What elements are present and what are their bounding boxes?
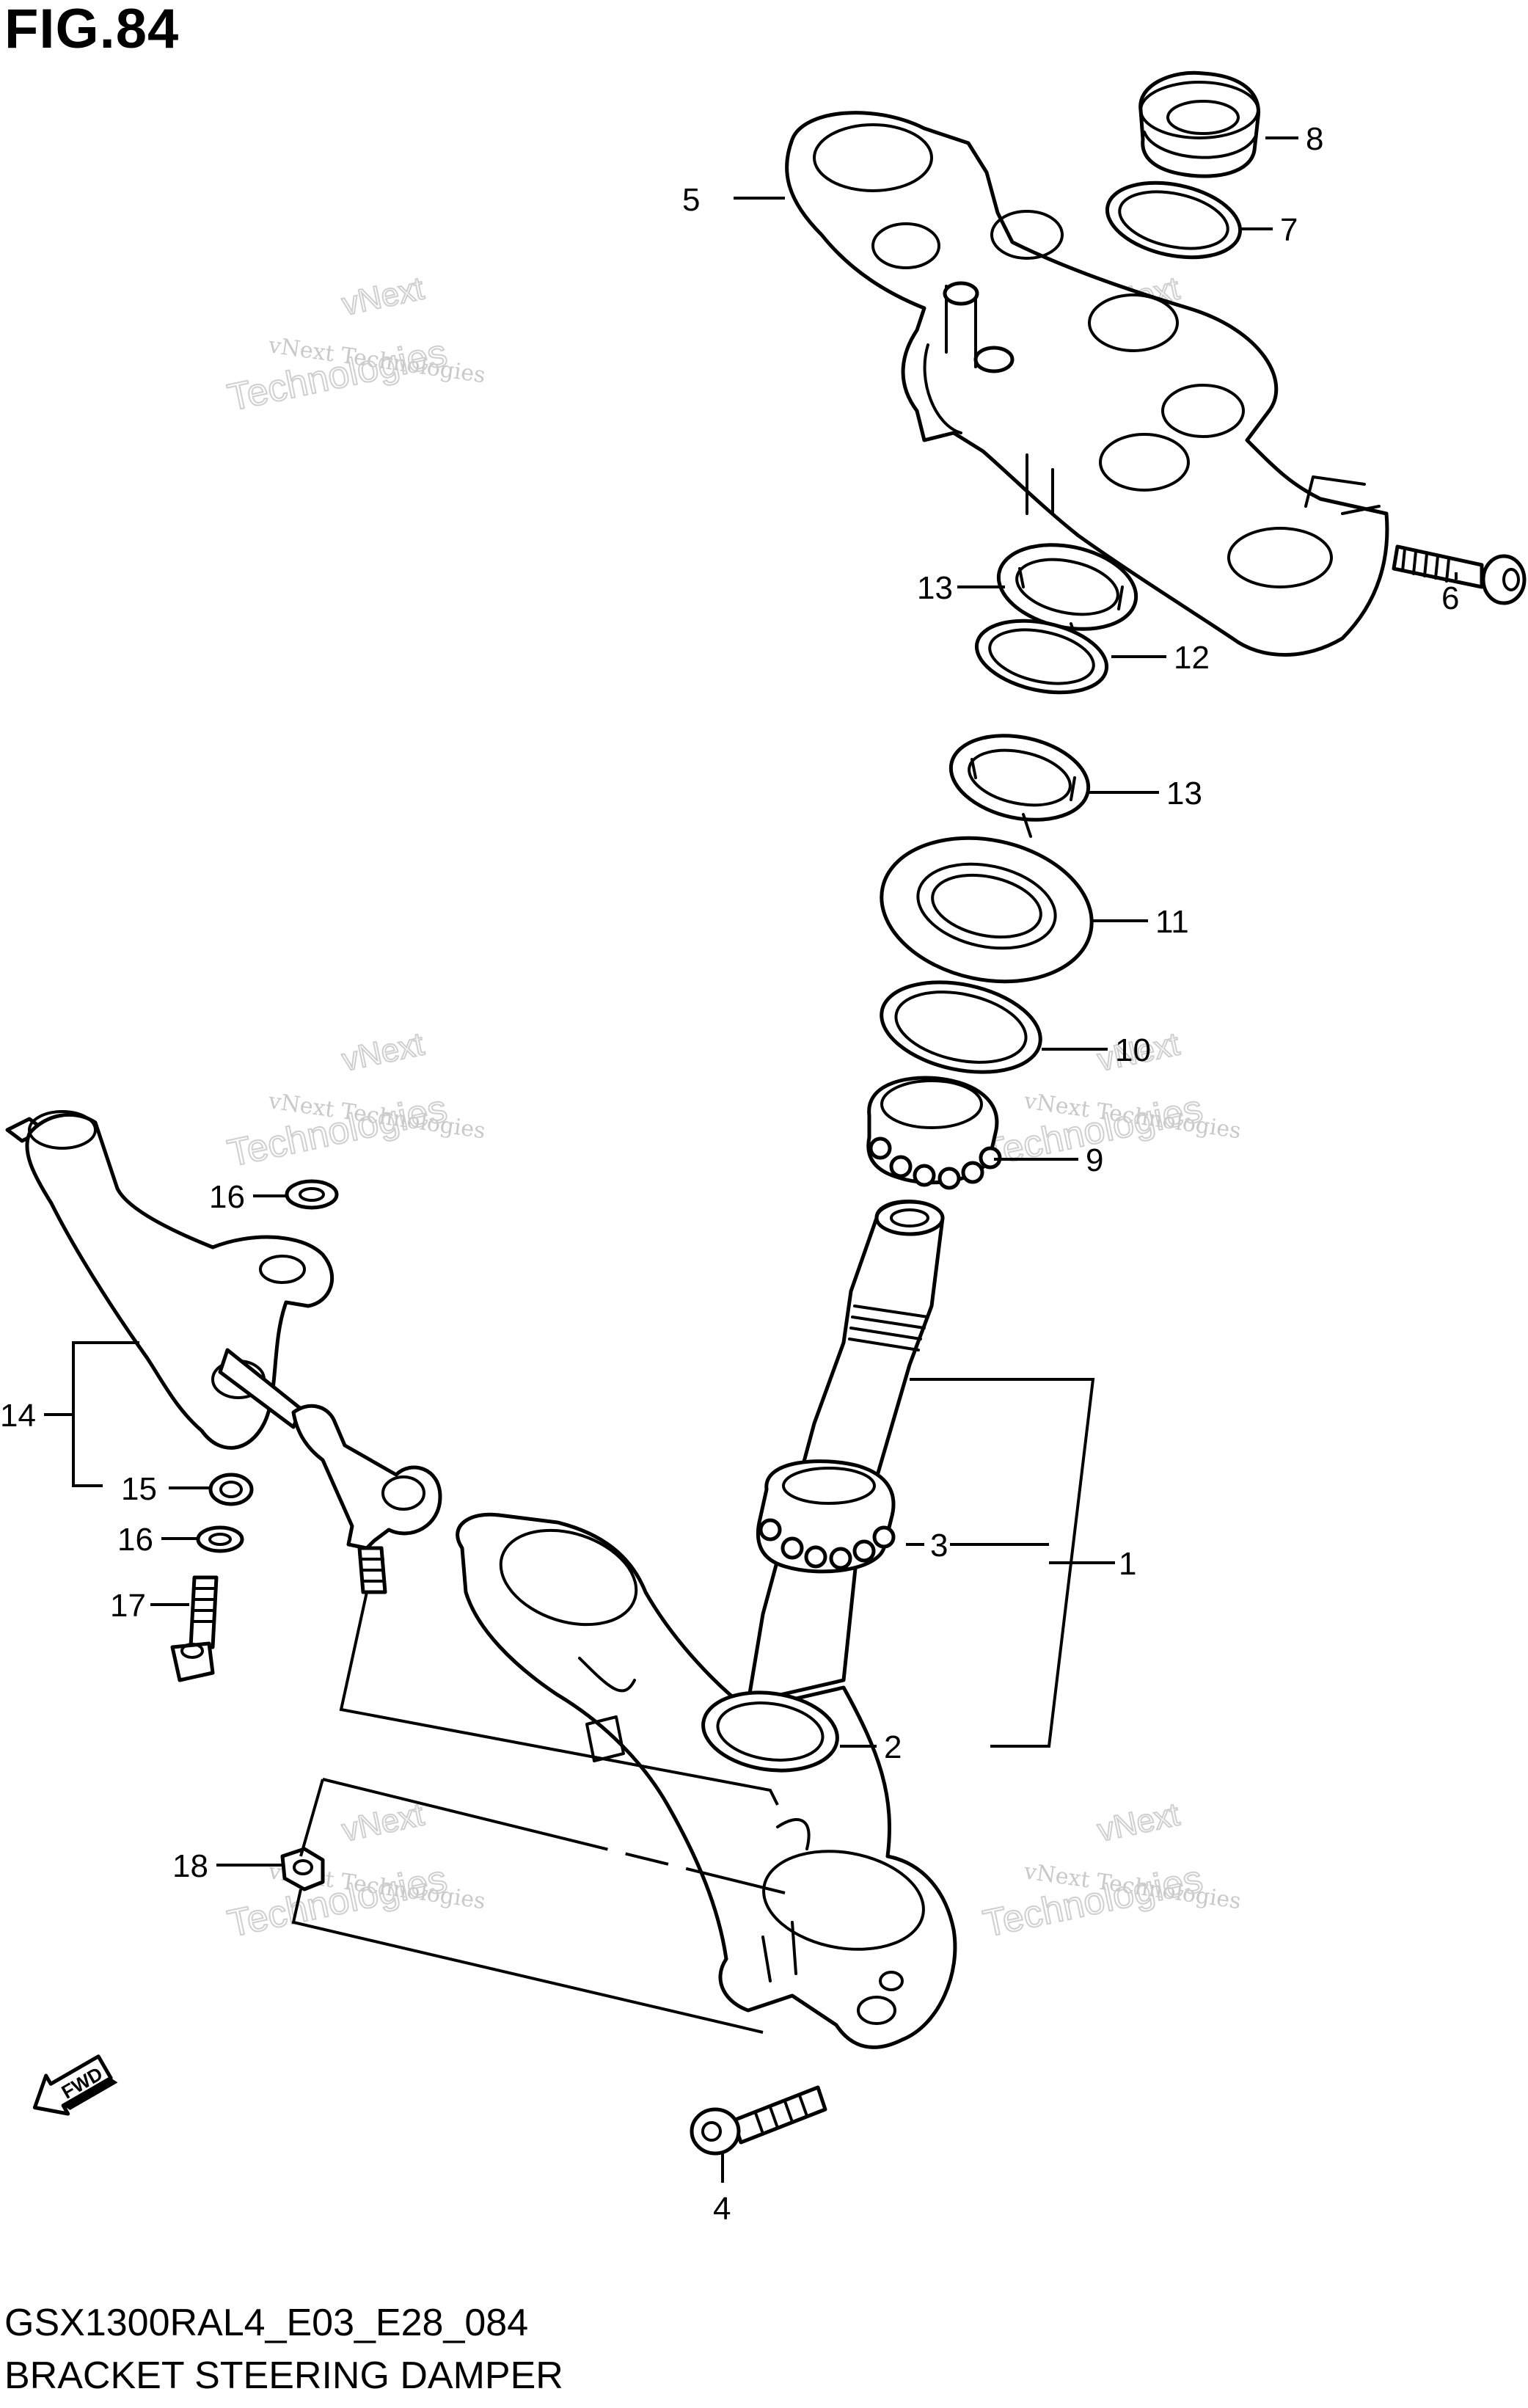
callout-14: 14: [0, 1398, 36, 1434]
callout-6: 6: [1441, 580, 1459, 616]
callout-5: 5: [682, 182, 700, 218]
part-6-clamp-bolt: [1392, 544, 1527, 605]
part-14-steering-damper: [5, 1110, 442, 1594]
bearing-balls-lower: [758, 1518, 896, 1570]
part-5-upper-bracket: [785, 111, 1389, 657]
part-16-washer-lower: [196, 1525, 244, 1553]
callout-12: 12: [1174, 640, 1210, 676]
part-4-pinch-bolt: [690, 2085, 827, 2156]
part-15-collar: [208, 1473, 254, 1506]
svg-text:vNext: vNext: [1094, 1796, 1182, 1848]
part-12-washer: [974, 619, 1109, 695]
leader-1-bracket: [910, 1378, 1115, 1748]
callout-7: 7: [1280, 212, 1298, 248]
callout-16-upper: 16: [209, 1179, 245, 1215]
bearing-balls-upper: [869, 1136, 1002, 1190]
watermark-mid-left: vNext vNext Technologies Technologies: [223, 1025, 486, 1175]
callout-10: 10: [1115, 1032, 1151, 1068]
watermark-bottom-left: vNext vNext Technologies Technologies: [223, 1795, 486, 1946]
part-17-damper-bolt: [170, 1575, 219, 1682]
svg-text:vNext: vNext: [339, 1796, 427, 1848]
part-2-seal: [701, 1690, 839, 1773]
callout-13-upper: 13: [917, 570, 953, 606]
callout-9: 9: [1086, 1142, 1103, 1178]
diagram-code: GSX1300RAL4_E03_E28_084: [4, 2302, 529, 2344]
part-8-steering-stem-nut: [1138, 70, 1261, 178]
callout-1: 1: [1119, 1546, 1136, 1582]
callout-4: 4: [713, 2191, 731, 2227]
part-13-lock-washer-upper: [996, 543, 1138, 647]
part-1-steering-stem-lower-bracket: [456, 1200, 957, 2049]
guide-line-bracket: [322, 1778, 786, 1894]
callout-17: 17: [110, 1588, 146, 1624]
figure-title: FIG.84: [4, 0, 180, 60]
callout-2: 2: [884, 1729, 902, 1765]
callout-18: 18: [172, 1848, 208, 1884]
callout-16-lower: 16: [117, 1522, 153, 1558]
part-10-seal: [880, 980, 1042, 1074]
guide-line-nut: [291, 1778, 764, 2034]
callout-11: 11: [1155, 904, 1189, 940]
callout-13-lower: 13: [1166, 776, 1202, 811]
part-11-dust-seal: [880, 836, 1094, 984]
part-18-nut: [280, 1847, 325, 1891]
callout-15: 15: [121, 1471, 157, 1507]
callout-8: 8: [1306, 121, 1323, 157]
leader-14-bracket: [44, 1341, 139, 1487]
part-9-upper-bearing: [866, 1076, 1002, 1190]
guide-line-damper-bolt: [339, 1591, 779, 1806]
part-13-lock-washer-lower: [948, 734, 1091, 838]
svg-text:vNext: vNext: [339, 1026, 427, 1078]
watermark-bottom-right: vNext vNext Technologies Technologies: [979, 1795, 1242, 1946]
watermark-top-left: vNext vNext Technologies Technologies: [223, 269, 486, 420]
part-3-lower-bearing: [756, 1459, 896, 1574]
fwd-arrow-icon: FWD: [32, 2054, 118, 2116]
diagram-name: BRACKET STEERING DAMPER: [4, 2354, 563, 2397]
part-16-washer-upper: [285, 1179, 339, 1210]
part-7-washer: [1105, 180, 1243, 260]
callout-3: 3: [930, 1528, 948, 1564]
svg-text:vNext: vNext: [339, 270, 427, 322]
